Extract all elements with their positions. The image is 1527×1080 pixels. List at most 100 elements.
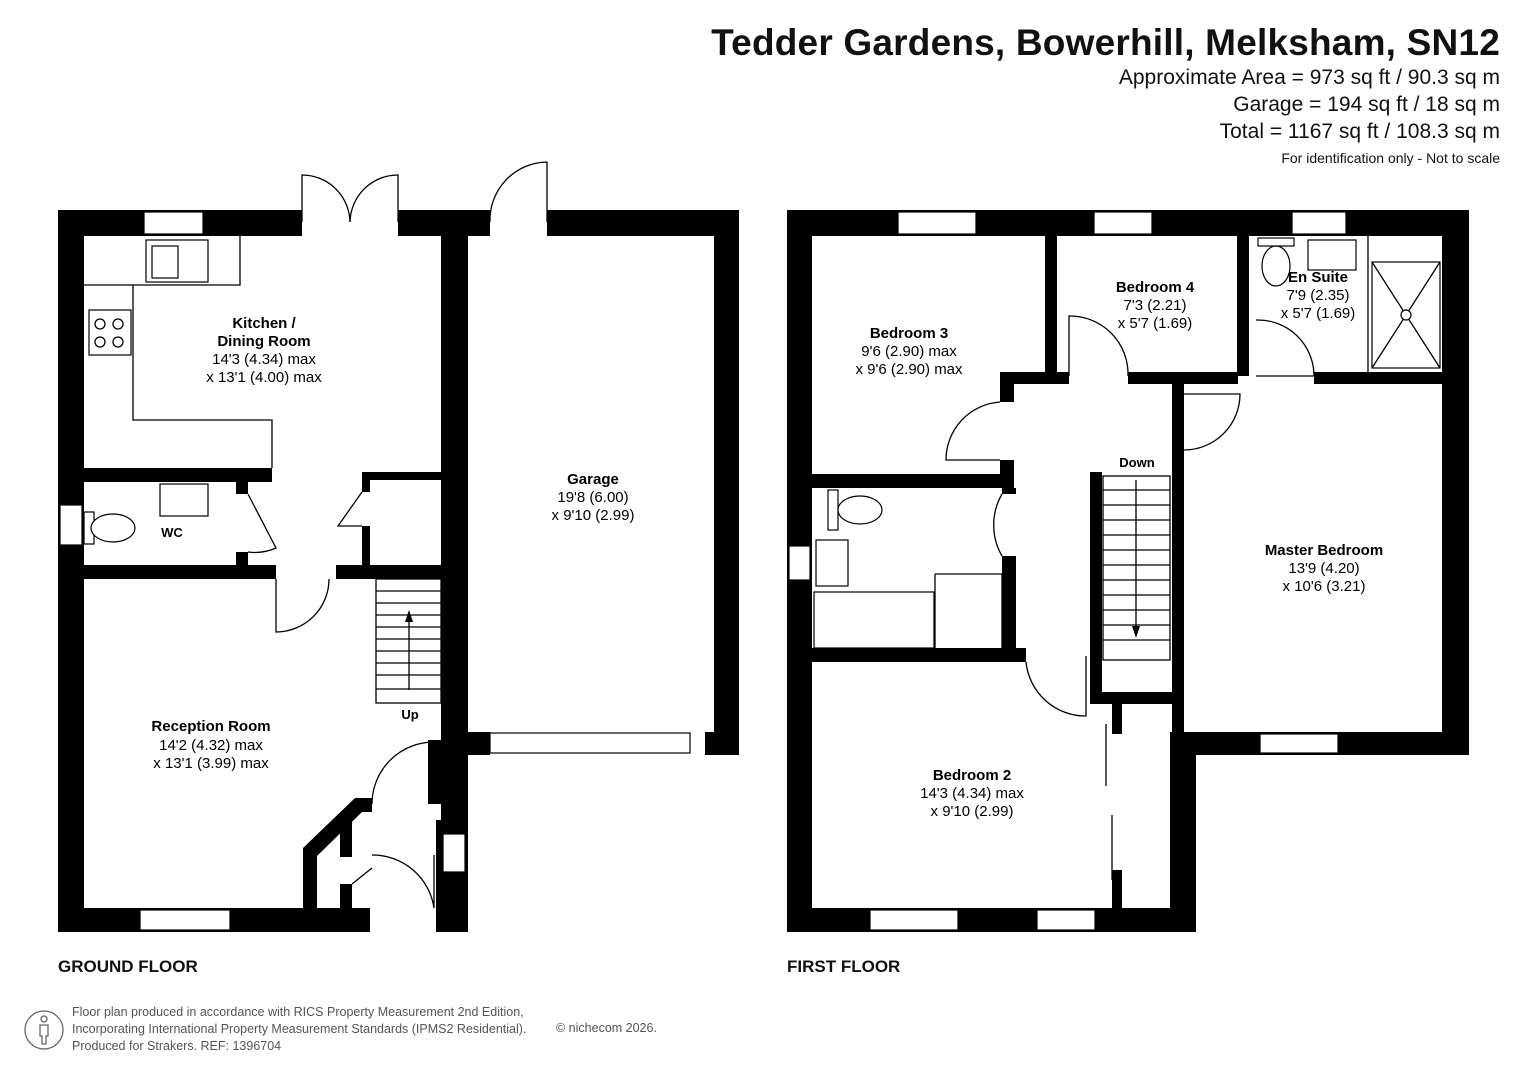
window <box>788 545 811 581</box>
hob-ring <box>112 336 124 348</box>
stairs-down <box>1102 475 1171 661</box>
wall <box>362 472 444 480</box>
airing-cupboard <box>935 573 1003 648</box>
wall <box>428 740 442 804</box>
window <box>1093 211 1153 235</box>
kitchen-dimensions: 14'3 (4.34) max <box>212 351 316 368</box>
door-swing <box>275 578 330 633</box>
wall <box>705 732 739 755</box>
garage-dimensions: 19'8 (6.00) <box>557 489 628 506</box>
door-swing <box>1183 393 1241 451</box>
reception-label: Reception Room <box>151 718 270 735</box>
garage-dimensions: x 9'10 (2.99) <box>552 507 635 524</box>
wall <box>1002 488 1016 494</box>
wall <box>1000 372 1014 402</box>
ground-floor-label: GROUND FLOOR <box>58 957 198 976</box>
stairs-up <box>375 578 442 704</box>
wall <box>58 468 272 482</box>
wall <box>1090 692 1184 704</box>
ensuite-toilet <box>1261 245 1291 287</box>
garage-label: Garage <box>567 471 619 488</box>
hob <box>88 309 132 356</box>
cupboard-door <box>351 867 373 885</box>
bedroom4-dimensions: 7'3 (2.21) <box>1124 297 1187 314</box>
wall <box>236 552 248 566</box>
wall <box>1314 372 1469 384</box>
door-swing <box>336 491 363 527</box>
master-bedroom-dimensions: x 10'6 (3.21) <box>1283 578 1366 595</box>
reception-dimensions: 14'2 (4.32) max <box>159 737 263 754</box>
ensuite-basin <box>1307 239 1357 271</box>
window <box>1036 909 1096 931</box>
stairs-down-label: Down <box>1119 455 1154 470</box>
bedroom4-dimensions: x 5'7 (1.69) <box>1118 315 1193 332</box>
kitchen-counter <box>84 284 273 468</box>
bedroom2-label: Bedroom 2 <box>933 767 1011 784</box>
wc-basin <box>159 483 209 517</box>
footer-line: Incorporating International Property Mea… <box>72 1022 527 1036</box>
bedroom3-dimensions: 9'6 (2.90) max <box>861 343 957 360</box>
door-swing <box>1068 315 1129 377</box>
bath <box>813 591 935 649</box>
wall <box>340 812 352 857</box>
door-swing <box>247 493 277 554</box>
door-swing <box>1025 656 1087 717</box>
person-icon <box>24 1010 64 1050</box>
kitchen-label: Kitchen / <box>232 315 296 332</box>
ensuite-cistern <box>1257 237 1295 247</box>
first-floor-label: FIRST FLOOR <box>787 957 901 976</box>
door-swing <box>349 174 399 223</box>
sink-bowl <box>151 245 179 279</box>
wall <box>547 210 739 236</box>
window <box>442 833 466 873</box>
hob-ring <box>112 318 124 330</box>
door-swing <box>1255 319 1315 377</box>
window <box>143 211 204 235</box>
window <box>59 504 83 546</box>
property-title: Tedder Gardens, Bowerhill, Melksham, SN1… <box>711 22 1500 63</box>
ensuite-dimensions: 7'9 (2.35) <box>1287 287 1350 304</box>
wall <box>787 908 1196 932</box>
wall <box>1045 236 1057 376</box>
door-swing <box>301 174 351 223</box>
wall <box>1237 236 1249 376</box>
wall <box>362 472 370 492</box>
window <box>869 909 959 931</box>
garage-area: Garage = 194 sq ft / 18 sq m <box>1233 93 1500 116</box>
footer: Floor plan produced in accordance with R… <box>72 1004 526 1055</box>
wall <box>303 848 317 910</box>
bathroom-basin <box>815 539 849 587</box>
copyright: © nichecom 2026. <box>556 1021 657 1035</box>
wall <box>441 210 468 932</box>
wall <box>714 210 739 755</box>
wall <box>58 565 276 579</box>
total-area: Total = 1167 sq ft / 108.3 sq m <box>1219 120 1500 143</box>
reception-dimensions: x 13'1 (3.99) max <box>153 755 269 772</box>
bedroom4-label: Bedroom 4 <box>1116 279 1195 296</box>
bathroom-toilet <box>837 495 883 525</box>
ensuite-dimensions: x 5'7 (1.69) <box>1281 305 1356 322</box>
kitchen-label: Dining Room <box>217 333 310 350</box>
first-floor-plan: Bedroom 3 9'6 (2.90) max x 9'6 (2.90) ma… <box>787 210 1469 932</box>
wall <box>1128 372 1238 384</box>
stairs-up-label: Up <box>401 707 418 722</box>
wall <box>1112 870 1122 910</box>
garage-door <box>489 732 691 754</box>
door-swing <box>371 741 435 805</box>
wall <box>1442 210 1469 755</box>
wall <box>466 732 490 755</box>
wc-label: WC <box>161 525 183 540</box>
wall <box>362 526 370 568</box>
wall <box>1090 472 1102 704</box>
wall <box>812 474 1014 488</box>
bedroom2-dimensions: 14'3 (4.34) max <box>920 785 1024 802</box>
window <box>897 211 977 235</box>
window <box>1259 733 1339 754</box>
bedroom3-label: Bedroom 3 <box>870 325 948 342</box>
hob-ring <box>94 318 106 330</box>
door-swing <box>371 854 435 909</box>
approx-area: Approximate Area = 973 sq ft / 90.3 sq m <box>1118 66 1500 89</box>
door-swing <box>945 401 1001 461</box>
master-bedroom-label: Master Bedroom <box>1265 542 1383 559</box>
